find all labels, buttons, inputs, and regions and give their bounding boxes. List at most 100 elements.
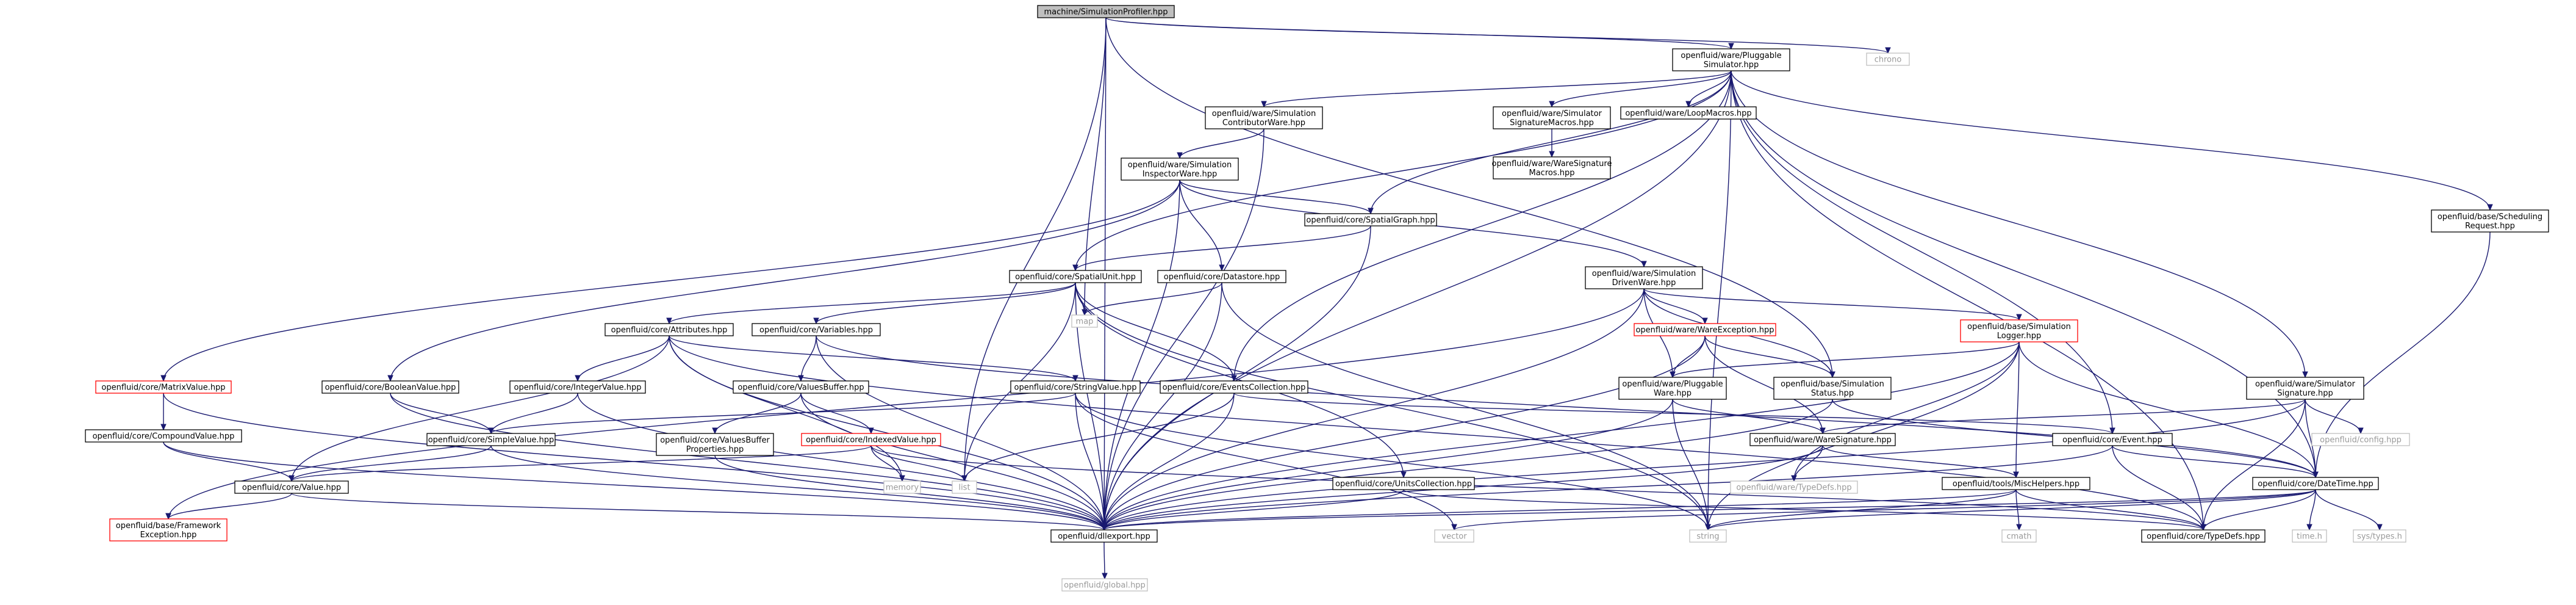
node-event[interactable]: openfluid/core/Event.hpp <box>2052 433 2173 446</box>
node-spatialgraph[interactable]: openfluid/core/SpatialGraph.hpp <box>1304 213 1437 226</box>
edge-waresig-to-waretypedefs <box>1791 445 1823 482</box>
node-compound[interactable]: openfluid/core/CompoundValue.hpp <box>85 429 242 443</box>
node-inspector[interactable]: openfluid/ware/SimulationInspectorWare.h… <box>1121 158 1239 181</box>
node-waresigmac-label: Macros.hpp <box>1529 168 1575 178</box>
node-eventscoll[interactable]: openfluid/core/EventsCollection.hpp <box>1160 380 1308 394</box>
node-waresigmac-box <box>1493 156 1611 179</box>
node-value-label: openfluid/core/Value.hpp <box>242 484 341 493</box>
node-datetime[interactable]: openfluid/core/DateTime.hpp <box>2252 477 2379 490</box>
node-contrib-label: openfluid/ware/Simulation <box>1212 109 1316 118</box>
node-matrix-box <box>95 380 232 394</box>
node-boolean[interactable]: openfluid/core/BooleanValue.hpp <box>321 380 459 394</box>
node-valbufprops-label: openfluid/core/ValuesBuffer <box>660 436 770 445</box>
node-stringval-label: openfluid/core/StringValue.hpp <box>1014 383 1136 393</box>
edge-spatialunit-to-unitscoll <box>1075 282 1407 479</box>
node-waresigmac-label: openfluid/ware/WareSignature <box>1492 159 1612 168</box>
node-memory: memory <box>883 480 921 494</box>
node-spatialgraph-box <box>1304 213 1437 226</box>
node-config-box <box>2311 433 2410 446</box>
node-timeh-label: time.h <box>2297 532 2322 542</box>
edge-datetime-to-vector <box>1451 489 2316 531</box>
node-datastore-label: openfluid/core/Datastore.hpp <box>1164 273 1280 282</box>
node-attributes[interactable]: openfluid/core/Attributes.hpp <box>605 323 734 336</box>
node-cmath-label: cmath <box>2006 532 2031 542</box>
node-loopmac-box <box>1620 106 1757 120</box>
edge-event-to-datetime <box>2112 445 2319 479</box>
node-contrib[interactable]: openfluid/ware/SimulationContributorWare… <box>1205 106 1323 129</box>
edge-stringval-to-simple <box>488 393 1076 435</box>
node-unitscoll[interactable]: openfluid/core/UnitsCollection.hpp <box>1332 477 1475 490</box>
edge-wareexc-to-dllexport <box>1101 335 1706 531</box>
edge-simsig-to-coretypedefs <box>2200 399 2306 531</box>
node-wareexc-label: openfluid/ware/WareException.hpp <box>1635 326 1774 335</box>
node-dllexport-box <box>1050 529 1158 543</box>
node-fwexc-label: Exception.hpp <box>140 531 197 540</box>
node-stringval[interactable]: openfluid/core/StringValue.hpp <box>1010 380 1141 394</box>
node-matrix[interactable]: openfluid/core/MatrixValue.hpp <box>95 380 232 394</box>
node-schedreq-box <box>2431 209 2549 233</box>
node-spatialunit[interactable]: openfluid/core/SpatialUnit.hpp <box>1009 270 1142 283</box>
edge-datetime-to-dllexport <box>1101 489 2316 531</box>
node-memory-box <box>883 480 921 494</box>
node-psim-label: openfluid/ware/Pluggable <box>1681 51 1781 60</box>
node-simple[interactable]: openfluid/core/SimpleValue.hpp <box>426 433 556 446</box>
node-variables-label: openfluid/core/Variables.hpp <box>759 326 873 335</box>
node-integer[interactable]: openfluid/core/IntegerValue.hpp <box>509 380 646 394</box>
edge-indexed-to-memory <box>870 445 905 482</box>
edge-wareexc-to-pware <box>1670 335 1706 379</box>
node-attributes-label: openfluid/core/Attributes.hpp <box>611 326 728 335</box>
edge-integer-to-dllexport <box>577 393 1107 531</box>
node-datastore[interactable]: openfluid/core/Datastore.hpp <box>1157 270 1286 283</box>
node-map: map <box>1071 314 1098 328</box>
edge-spatialgraph-to-spatialunit <box>1072 225 1371 272</box>
node-indexed[interactable]: openfluid/core/IndexedValue.hpp <box>801 433 941 446</box>
node-mischelpers[interactable]: openfluid/tools/MiscHelpers.hpp <box>1942 477 2090 490</box>
edge-datetime-to-string <box>1705 489 2316 531</box>
node-systypes-label: sys/types.h <box>2357 532 2402 542</box>
node-dllexport[interactable]: openfluid/dllexport.hpp <box>1050 529 1158 543</box>
edge-psim-to-contrib <box>1261 70 1732 108</box>
edge-unitscoll-to-dllexport <box>1101 489 1404 531</box>
node-vector-label: vector <box>1441 532 1467 542</box>
node-compound-box <box>85 429 242 443</box>
node-compound-label: openfluid/core/CompoundValue.hpp <box>93 432 235 441</box>
node-timeh: time.h <box>2292 529 2327 543</box>
node-driven-label: openfluid/ware/Simulation <box>1592 269 1696 278</box>
node-inspector-box <box>1121 158 1239 181</box>
edge-boolean-to-dllexport <box>390 393 1107 531</box>
node-loopmac[interactable]: openfluid/ware/LoopMacros.hpp <box>1620 106 1757 120</box>
node-string-box <box>1689 529 1727 543</box>
node-global: openfluid/global.hpp <box>1061 578 1148 592</box>
edge-dllexport-to-global <box>1102 542 1108 580</box>
node-valbuf[interactable]: openfluid/core/ValuesBuffer.hpp <box>733 380 869 394</box>
node-coretypedefs-box <box>2141 529 2266 543</box>
edge-unitscoll-to-coretypedefs <box>1403 489 2206 531</box>
node-coretypedefs[interactable]: openfluid/core/TypeDefs.hpp <box>2141 529 2266 543</box>
node-root[interactable]: machine/SimulationProfiler.hpp <box>1037 5 1175 18</box>
edge-simsig-to-waresig <box>1820 399 2306 435</box>
node-valbufprops[interactable]: openfluid/core/ValuesBufferProperties.hp… <box>656 433 774 456</box>
node-vector: vector <box>1434 529 1474 543</box>
node-simple-label: openfluid/core/SimpleValue.hpp <box>428 436 554 445</box>
node-sigmac[interactable]: openfluid/ware/SimulatorSignatureMacros.… <box>1493 106 1611 129</box>
node-fwexc-box <box>109 518 228 542</box>
node-value[interactable]: openfluid/core/Value.hpp <box>234 480 349 494</box>
node-chrono-label: chrono <box>1875 56 1902 65</box>
node-schedreq-label: openfluid/base/Scheduling <box>2438 212 2542 222</box>
node-wareexc[interactable]: openfluid/ware/WareException.hpp <box>1634 323 1776 336</box>
edge-psim-to-schedreq <box>1731 70 2493 211</box>
node-loopmac-label: openfluid/ware/LoopMacros.hpp <box>1625 109 1751 118</box>
node-variables[interactable]: openfluid/core/Variables.hpp <box>752 323 881 336</box>
edge-contrib-to-dllexport <box>1101 128 1265 531</box>
node-systypes: sys/types.h <box>2353 529 2406 543</box>
node-waresig[interactable]: openfluid/ware/WareSignature.hpp <box>1749 433 1896 446</box>
